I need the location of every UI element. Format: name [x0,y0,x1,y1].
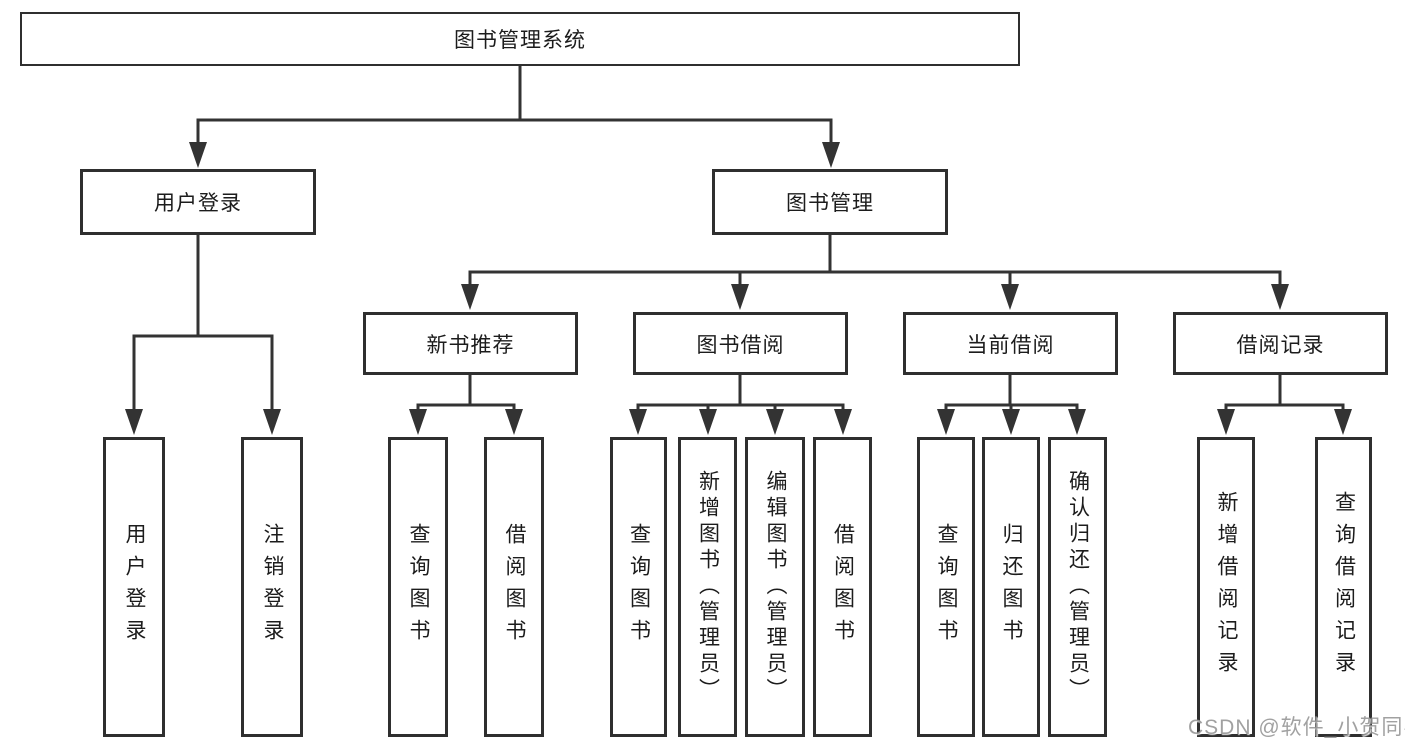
leaf-query-books-recommend: 查询图书 [388,437,448,737]
node-label: 借阅记录 [1236,333,1325,357]
leaf-borrow-books-recommend: 借阅图书 [484,437,544,737]
node-label: 确认归还（管理员） [1066,470,1090,704]
node-label: 用户登录 [154,192,242,215]
node-label: 新书推荐 [426,333,515,357]
leaf-add-borrow-record: 新增借阅记录 [1197,437,1255,737]
node-user-login: 用户登录 [80,169,316,235]
node-label: 借阅图书 [503,523,526,651]
node-label: 当前借阅 [966,333,1055,357]
node-label: 图书管理系统 [454,29,586,52]
leaf-query-borrow-record: 查询借阅记录 [1315,437,1372,737]
leaf-query-books-borrowing: 查询图书 [610,437,667,737]
node-new-book-recommendation: 新书推荐 [363,312,578,375]
leaf-logout: 注销登录 [241,437,303,737]
node-label: 查询图书 [935,523,958,651]
tree-branch-lines [132,62,1345,414]
watermark: CSDN @软件_小贺同学 [1188,716,1405,739]
node-label: 图书管理 [786,192,874,215]
leaf-add-books-admin: 新增图书（管理员） [678,437,737,737]
node-borrowing-records: 借阅记录 [1173,312,1388,375]
node-label: 图书借阅 [696,333,785,357]
node-label: 新增图书（管理员） [696,470,720,704]
leaf-confirm-return-admin: 确认归还（管理员） [1048,437,1107,737]
leaf-query-books-current: 查询图书 [917,437,975,737]
node-label: 用户登录 [123,523,146,651]
leaf-return-books: 归还图书 [982,437,1040,737]
node-label: 借阅图书 [831,523,855,651]
node-label: 新增借阅记录 [1215,491,1238,683]
node-label: 查询借阅记录 [1332,491,1356,683]
node-library-management-system: 图书管理系统 [20,12,1020,66]
node-label: 查询图书 [407,523,430,651]
leaf-borrow-books-borrowing: 借阅图书 [813,437,872,737]
arrowheads [125,142,1352,435]
node-label: 查询图书 [627,523,651,651]
node-book-borrowing: 图书借阅 [633,312,848,375]
leaf-user-login: 用户登录 [103,437,165,737]
node-label: 编辑图书（管理员） [764,470,787,704]
node-current-borrowing: 当前借阅 [903,312,1118,375]
node-label: 归还图书 [1000,523,1023,651]
node-label: 注销登录 [261,523,284,651]
node-book-management: 图书管理 [712,169,948,235]
leaf-edit-books-admin: 编辑图书（管理员） [745,437,805,737]
